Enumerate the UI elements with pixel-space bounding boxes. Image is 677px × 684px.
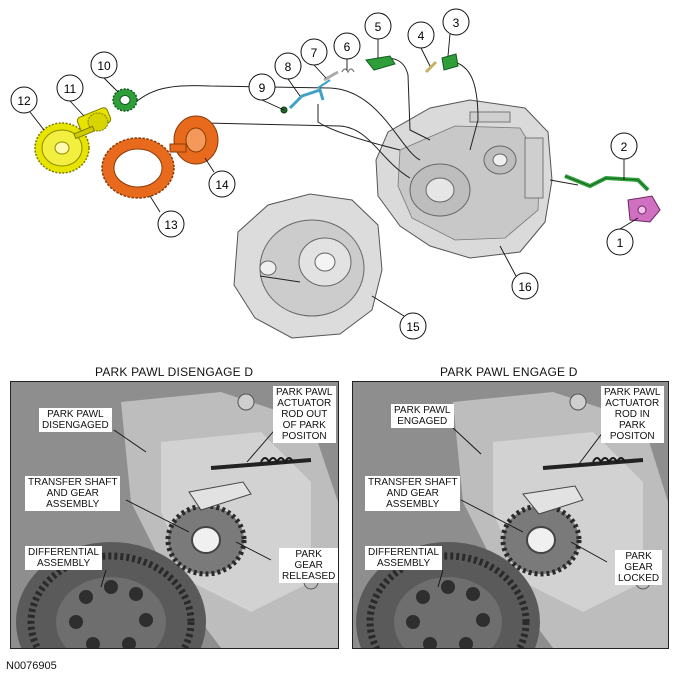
svg-text:3: 3 — [453, 16, 460, 30]
svg-text:13: 13 — [164, 218, 178, 232]
callout-9: 9 — [248, 73, 276, 101]
svg-text:12: 12 — [17, 94, 31, 108]
callout-13: 13 — [157, 210, 185, 238]
photo-panel-engaged: PARK PAWL ENGAGED PARK PAWL ACTUATOR ROD… — [352, 381, 669, 649]
svg-text:7: 7 — [311, 46, 318, 60]
part-11-shaft-gear — [73, 107, 112, 140]
part-14-differential — [169, 115, 219, 165]
exploded-view: 1 2 3 4 5 6 7 8 9 10 11 12 13 14 15 16 — [10, 8, 661, 340]
callout-11: 11 — [56, 74, 84, 102]
callout-12: 12 — [10, 86, 38, 114]
svg-text:6: 6 — [344, 40, 351, 54]
callout-differential: DIFFERENTIAL ASSEMBLY — [25, 546, 103, 570]
callout-6: 6 — [333, 32, 361, 60]
converter-housing — [233, 193, 383, 339]
panel-title-engaged: PARK PAWL ENGAGE D — [440, 365, 578, 379]
svg-text:4: 4 — [418, 29, 425, 43]
callout-pawl-engaged: PARK PAWL ENGAGED — [391, 404, 454, 428]
callout-8: 8 — [274, 52, 302, 80]
callout-1: 1 — [606, 228, 634, 256]
callout-7: 7 — [300, 38, 328, 66]
part-1-actuator — [627, 195, 661, 223]
part-10-green-gear — [112, 88, 138, 112]
callout-15: 15 — [399, 312, 427, 340]
callout-5: 5 — [364, 12, 392, 40]
svg-text:1: 1 — [617, 236, 624, 250]
figure-id: N0076905 — [6, 660, 57, 672]
svg-text:14: 14 — [215, 178, 229, 192]
svg-text:10: 10 — [97, 59, 111, 73]
callout-pawl-disengaged: PARK PAWL DISENGAGED — [39, 408, 112, 432]
svg-text:8: 8 — [285, 60, 292, 74]
svg-text:16: 16 — [518, 280, 532, 294]
part-3-green-bracket — [441, 53, 459, 71]
callout-transfer-shaft: TRANSFER SHAFT AND GEAR ASSEMBLY — [25, 476, 121, 511]
callout-differential: DIFFERENTIAL ASSEMBLY — [365, 546, 443, 570]
svg-text:11: 11 — [64, 82, 77, 96]
part-6-spring — [341, 68, 355, 74]
panel-title-disengaged: PARK PAWL DISENGAGE D — [95, 365, 254, 379]
svg-text:15: 15 — [406, 320, 420, 334]
callout-actuator-out: PARK PAWL ACTUATOR ROD OUT OF PARK POSIT… — [273, 386, 336, 443]
part-4-stud — [424, 60, 438, 74]
svg-text:5: 5 — [375, 20, 382, 34]
svg-text:9: 9 — [259, 81, 266, 95]
leader-lines — [129, 57, 579, 283]
part-2-shift-cable — [564, 174, 650, 192]
callout-16: 16 — [511, 272, 539, 300]
callout-2: 2 — [610, 132, 638, 160]
callout-14: 14 — [208, 170, 236, 198]
callout-gear-locked: PARK GEAR LOCKED — [615, 550, 663, 585]
callout-3: 3 — [442, 8, 470, 36]
photo-panel-disengaged: PARK PAWL DISENGAGED PARK PAWL ACTUATOR … — [10, 381, 339, 649]
part-5-green-detent — [365, 55, 396, 71]
svg-text:2: 2 — [621, 140, 628, 154]
transmission-case — [375, 99, 553, 259]
callout-4: 4 — [407, 21, 435, 49]
part-8-park-rod — [288, 79, 331, 110]
callout-actuator-in: PARK PAWL ACTUATOR ROD IN PARK POSITON — [601, 386, 664, 443]
callout-10: 10 — [90, 51, 118, 79]
callout-transfer-shaft: TRANSFER SHAFT AND GEAR ASSEMBLY — [365, 476, 461, 511]
part-13-ring-gear — [101, 137, 175, 199]
part-7-bolt — [323, 70, 339, 82]
callout-leaders — [29, 33, 639, 317]
callout-gear-released: PARK GEAR RELEASED — [279, 548, 338, 583]
